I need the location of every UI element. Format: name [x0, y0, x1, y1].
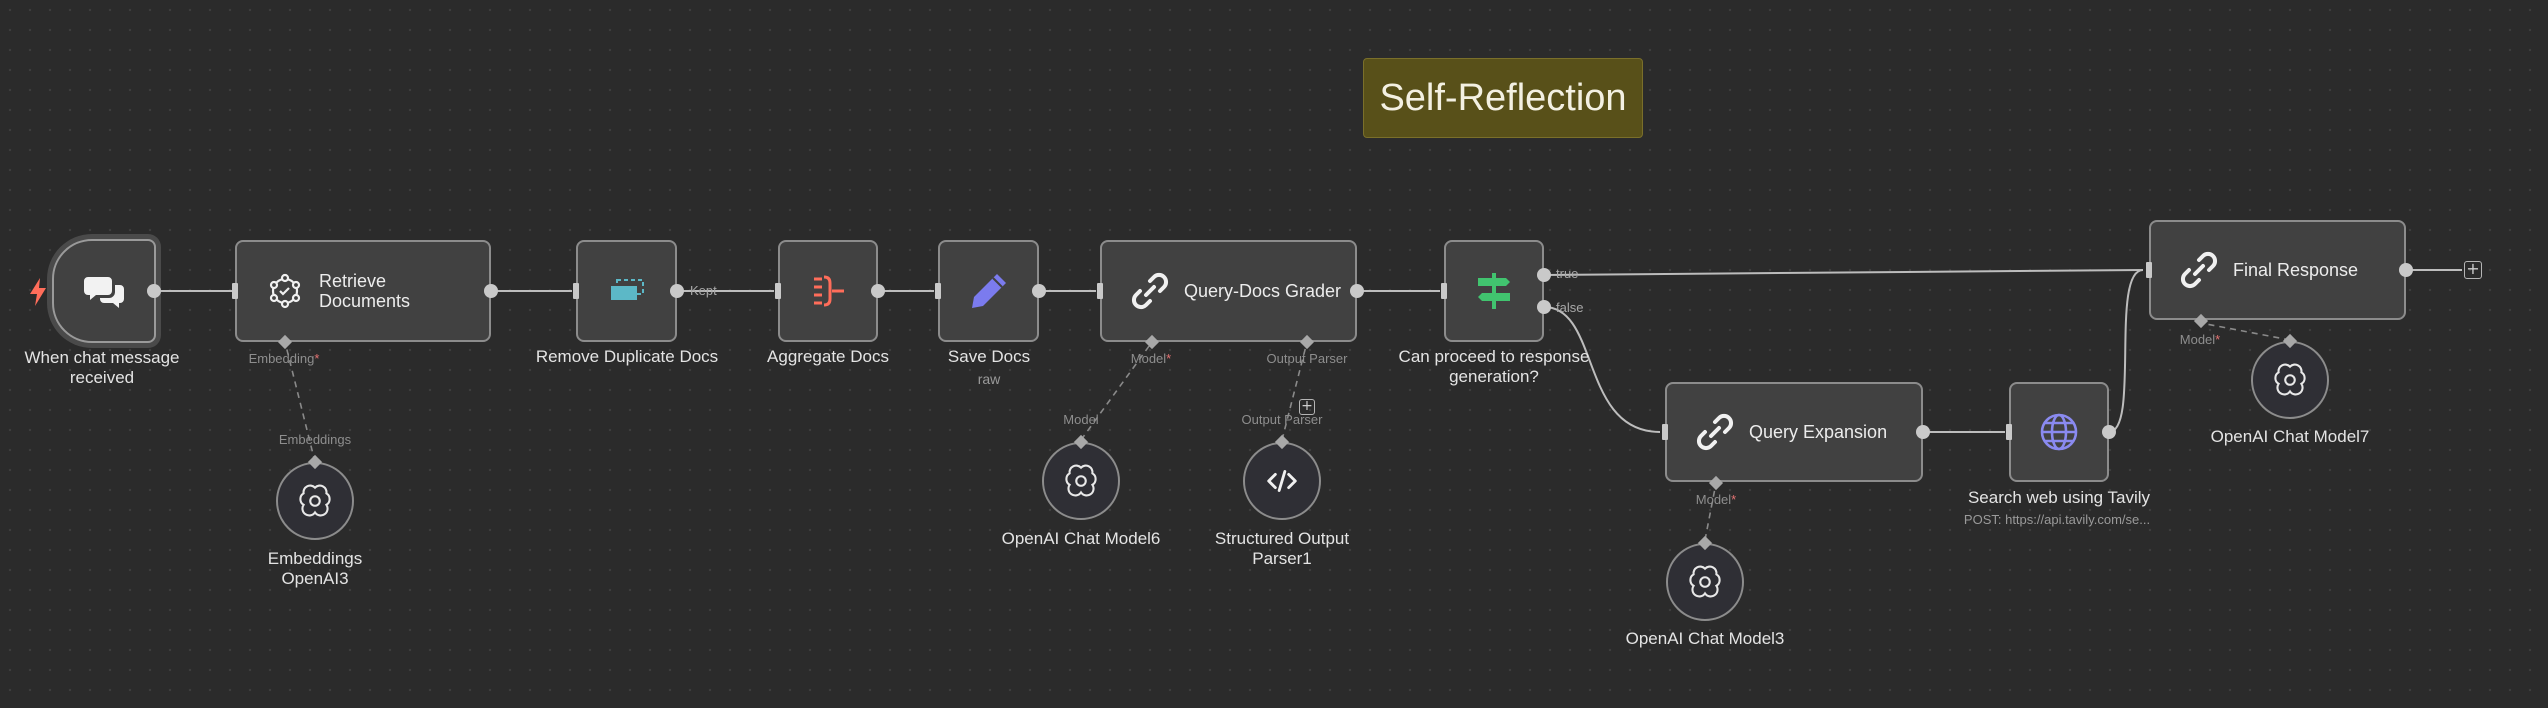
node-openai-chat-model3[interactable]	[1666, 543, 1744, 621]
node-structured-output-parser1[interactable]	[1243, 442, 1321, 520]
input-port[interactable]	[775, 283, 781, 299]
node-search-web-tavily[interactable]	[2009, 382, 2109, 482]
output-port[interactable]	[1916, 425, 1930, 439]
port-label-model6: Model	[1063, 412, 1099, 427]
wire-tavily-final	[2108, 269, 2144, 433]
output-port[interactable]	[2399, 263, 2413, 277]
trigger-bolt-icon	[30, 278, 46, 306]
input-port[interactable]	[232, 283, 238, 299]
node-title-final-response: Final Response	[2233, 260, 2359, 280]
node-label-save-docs: Save Docs	[947, 347, 1031, 366]
port-label-grader-model: Model*	[1130, 351, 1172, 366]
globe-icon	[2037, 410, 2081, 454]
node-subtitle-tavily-url: POST: https://api.tavily.com/se...	[1963, 512, 2151, 527]
input-port[interactable]	[573, 283, 579, 299]
node-chat-trigger[interactable]	[52, 239, 156, 343]
input-port[interactable]	[1097, 283, 1103, 299]
node-subtitle-save-docs: raw	[977, 371, 1001, 387]
port-label-embeddings: Embeddings	[278, 432, 352, 447]
port-label-grader-output-parser: Output Parser	[1266, 351, 1348, 366]
input-port[interactable]	[2006, 424, 2012, 440]
node-title-retrieve-documents: Retrieve Documents	[319, 271, 411, 311]
node-remove-duplicate-docs[interactable]	[576, 240, 677, 342]
vector-store-icon	[263, 269, 307, 313]
node-label-openai-chat-model7: OpenAI Chat Model7	[2210, 427, 2370, 446]
node-label-chat-trigger: When chat message received	[24, 348, 180, 387]
node-retrieve-documents[interactable]: Retrieve Documents	[235, 240, 491, 342]
output-port[interactable]	[484, 284, 498, 298]
port-label-embedding: Embedding*	[248, 351, 320, 366]
node-label-remove-duplicate-docs: Remove Duplicate Docs	[535, 347, 719, 366]
add-parser-button[interactable]: +	[1299, 399, 1315, 415]
input-port[interactable]	[2146, 262, 2152, 278]
output-port[interactable]	[147, 284, 161, 298]
node-label-openai-chat-model3: OpenAI Chat Model3	[1625, 629, 1785, 648]
input-port[interactable]	[1441, 283, 1447, 299]
output-port[interactable]	[1032, 284, 1046, 298]
port-label-parser: Output Parser	[1241, 412, 1323, 427]
openai-icon	[299, 484, 331, 517]
aggregate-icon	[806, 269, 850, 313]
wire-if-true-final	[1543, 269, 2144, 276]
node-label-openai-chat-model6: OpenAI Chat Model6	[1001, 529, 1161, 548]
output-port[interactable]	[670, 284, 684, 298]
output-port[interactable]	[1350, 284, 1364, 298]
output-port[interactable]	[871, 284, 885, 298]
output-label-kept: Kept	[690, 283, 717, 298]
output-port-true[interactable]	[1537, 268, 1551, 282]
signpost-icon	[1472, 269, 1516, 313]
chain-link-icon	[1693, 410, 1737, 454]
node-label-embeddings-openai3: Embeddings OpenAI3	[267, 549, 363, 588]
port-label-final-model: Model*	[2179, 332, 2221, 347]
node-openai-chat-model6[interactable]	[1042, 442, 1120, 520]
openai-icon	[1689, 565, 1721, 598]
dedupe-icon	[605, 269, 649, 313]
node-label-search-web-tavily: Search web using Tavily	[1967, 488, 2151, 507]
node-openai-chat-model7[interactable]	[2251, 341, 2329, 419]
node-final-response[interactable]: Final Response	[2149, 220, 2406, 320]
sticky-note-title: Self-Reflection	[1379, 76, 1627, 119]
input-port[interactable]	[1662, 424, 1668, 440]
node-aggregate-docs[interactable]	[778, 240, 878, 342]
code-icon	[1267, 470, 1297, 492]
output-port-false[interactable]	[1537, 300, 1551, 314]
openai-icon	[2274, 363, 2306, 396]
output-port[interactable]	[2102, 425, 2116, 439]
node-label-can-proceed: Can proceed to response generation?	[1398, 347, 1590, 386]
output-label-true: true	[1556, 266, 1579, 281]
chain-link-icon	[1128, 269, 1172, 313]
output-label-false: false	[1556, 300, 1584, 315]
add-node-button[interactable]: +	[2464, 261, 2482, 279]
node-save-docs[interactable]	[938, 240, 1039, 342]
input-port[interactable]	[935, 283, 941, 299]
node-title-query-docs-grader: Query-Docs Grader	[1184, 281, 1342, 301]
node-label-aggregate-docs: Aggregate Docs	[767, 347, 889, 366]
chain-link-icon	[2177, 248, 2221, 292]
port-label-expansion-model: Model*	[1695, 492, 1737, 507]
node-title-query-expansion: Query Expansion	[1749, 422, 1888, 442]
sticky-note-self-reflection[interactable]: Self-Reflection	[1363, 58, 1643, 138]
node-can-proceed-if[interactable]	[1444, 240, 1544, 342]
node-query-docs-grader[interactable]: Query-Docs Grader	[1100, 240, 1357, 342]
node-embeddings-openai3[interactable]	[276, 462, 354, 540]
node-label-structured-output-parser1: Structured Output Parser1	[1214, 529, 1350, 568]
openai-icon	[1065, 464, 1097, 497]
pencil-icon	[967, 269, 1011, 313]
node-query-expansion[interactable]: Query Expansion	[1665, 382, 1923, 482]
chat-bubbles-icon	[82, 269, 126, 313]
